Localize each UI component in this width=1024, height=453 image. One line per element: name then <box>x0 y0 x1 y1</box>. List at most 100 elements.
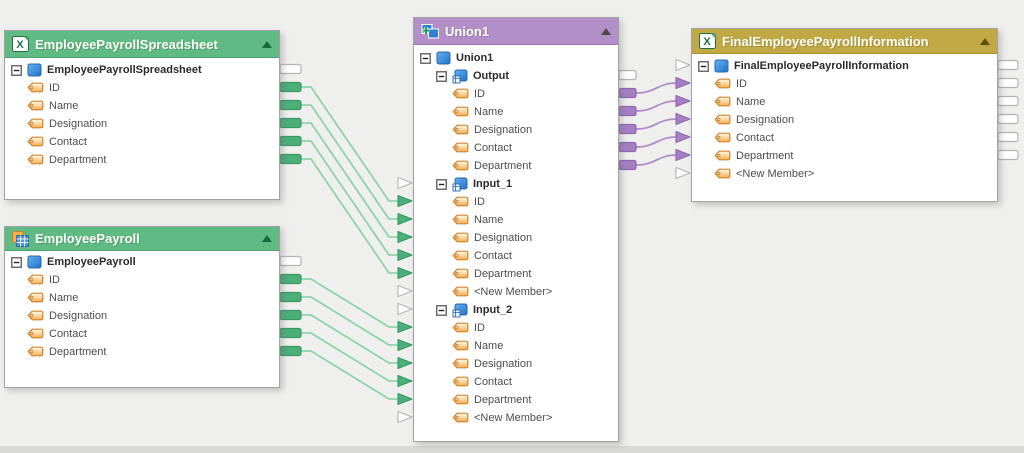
payroll-row-id[interactable]: ID <box>5 271 279 289</box>
input-port[interactable] <box>397 248 413 262</box>
input-port[interactable] <box>397 356 413 370</box>
union-row-id[interactable]: ID <box>414 85 618 103</box>
output-port[interactable] <box>279 345 302 357</box>
payroll-row-department[interactable]: Department <box>5 343 279 361</box>
final-row-contact[interactable]: Contact <box>692 129 997 147</box>
connection-line[interactable] <box>635 100 678 112</box>
final-row-finalemployeepayrollinformation[interactable]: FinalEmployeePayrollInformation <box>692 57 997 75</box>
connection-line[interactable] <box>635 82 678 94</box>
component-header[interactable]: EmployeePayroll <box>5 227 279 251</box>
connection-line[interactable] <box>635 154 678 166</box>
collapse-toggle[interactable] <box>11 64 22 76</box>
output-port[interactable] <box>279 255 302 267</box>
input-port[interactable] <box>397 266 413 280</box>
connection-line[interactable] <box>301 278 399 328</box>
output-port[interactable] <box>997 131 1019 143</box>
union-row-name[interactable]: Name <box>414 103 618 121</box>
output-port[interactable] <box>618 159 637 171</box>
payroll-row-name[interactable]: Name <box>5 289 279 307</box>
connection-line[interactable] <box>301 332 399 382</box>
collapse-button[interactable] <box>262 40 272 48</box>
output-port[interactable] <box>618 87 637 99</box>
connection-line[interactable] <box>635 118 678 130</box>
connection-line[interactable] <box>635 136 678 148</box>
union-row-designation[interactable]: Designation <box>414 121 618 139</box>
connection-line[interactable] <box>301 122 399 238</box>
connection-line[interactable] <box>301 314 399 364</box>
collapse-toggle[interactable] <box>436 70 447 82</box>
component-header[interactable]: X EmployeePayrollSpreadsheet <box>5 31 279 58</box>
connection-line[interactable] <box>301 104 399 220</box>
input-port[interactable] <box>675 76 691 90</box>
union-row-output[interactable]: Output <box>414 67 618 85</box>
output-port[interactable] <box>279 99 302 111</box>
input-port[interactable] <box>675 112 691 126</box>
payroll-row-designation[interactable]: Designation <box>5 307 279 325</box>
union-row-union1[interactable]: Union1 <box>414 49 618 67</box>
output-port[interactable] <box>618 69 637 81</box>
output-port[interactable] <box>618 105 637 117</box>
output-port[interactable] <box>997 113 1019 125</box>
input-port[interactable] <box>397 410 413 424</box>
input-port[interactable] <box>397 320 413 334</box>
input-port[interactable] <box>675 130 691 144</box>
union-row-name[interactable]: Name <box>414 337 618 355</box>
final-row-designation[interactable]: Designation <box>692 111 997 129</box>
input-port[interactable] <box>397 302 413 316</box>
input-port[interactable] <box>397 194 413 208</box>
collapse-button[interactable] <box>601 27 611 35</box>
collapse-toggle[interactable] <box>11 256 22 268</box>
final-row-department[interactable]: Department <box>692 147 997 165</box>
union-row-id[interactable]: ID <box>414 319 618 337</box>
output-port[interactable] <box>279 81 302 93</box>
output-port[interactable] <box>618 141 637 153</box>
output-port[interactable] <box>279 309 302 321</box>
collapse-button[interactable] <box>262 235 272 242</box>
output-port[interactable] <box>618 123 637 135</box>
collapse-toggle[interactable] <box>436 304 447 316</box>
output-port[interactable] <box>279 63 302 75</box>
component-header[interactable]: X FinalEmployeePayrollInformation <box>692 29 997 54</box>
input-port[interactable] <box>675 148 691 162</box>
union-row-designation[interactable]: Designation <box>414 229 618 247</box>
input-port[interactable] <box>397 284 413 298</box>
union-row-contact[interactable]: Contact <box>414 373 618 391</box>
input-port[interactable] <box>397 374 413 388</box>
output-port[interactable] <box>279 153 302 165</box>
output-port[interactable] <box>997 149 1019 161</box>
input-port[interactable] <box>675 94 691 108</box>
input-port[interactable] <box>675 58 691 72</box>
input-port[interactable] <box>397 230 413 244</box>
union-row-contact[interactable]: Contact <box>414 139 618 157</box>
union-row-designation[interactable]: Designation <box>414 355 618 373</box>
final-row-id[interactable]: ID <box>692 75 997 93</box>
output-port[interactable] <box>279 273 302 285</box>
spreadsheet-row-id[interactable]: ID <box>5 79 279 97</box>
output-port[interactable] <box>279 117 302 129</box>
input-port[interactable] <box>397 176 413 190</box>
component-header[interactable]: Union1 <box>414 18 618 45</box>
collapse-toggle[interactable] <box>698 60 709 72</box>
input-port[interactable] <box>397 392 413 406</box>
spreadsheet-row-designation[interactable]: Designation <box>5 115 279 133</box>
union-row-input_2[interactable]: Input_2 <box>414 301 618 319</box>
input-port[interactable] <box>397 212 413 226</box>
union-row-department[interactable]: Department <box>414 265 618 283</box>
collapse-button[interactable] <box>980 37 990 45</box>
union-row-contact[interactable]: Contact <box>414 247 618 265</box>
output-port[interactable] <box>997 77 1019 89</box>
connection-line[interactable] <box>301 86 399 202</box>
final-row-name[interactable]: Name <box>692 93 997 111</box>
union-row-id[interactable]: ID <box>414 193 618 211</box>
spreadsheet-row-contact[interactable]: Contact <box>5 133 279 151</box>
output-port[interactable] <box>279 327 302 339</box>
final-row-newmember[interactable]: <New Member> <box>692 165 997 183</box>
input-port[interactable] <box>675 166 691 180</box>
union-row-department[interactable]: Department <box>414 391 618 409</box>
connection-line[interactable] <box>301 140 399 256</box>
union-row-department[interactable]: Department <box>414 157 618 175</box>
collapse-toggle[interactable] <box>436 178 447 190</box>
union-row-newmember[interactable]: <New Member> <box>414 409 618 427</box>
component-employee-payroll-spreadsheet[interactable]: X EmployeePayrollSpreadsheet EmployeePay… <box>4 30 280 200</box>
